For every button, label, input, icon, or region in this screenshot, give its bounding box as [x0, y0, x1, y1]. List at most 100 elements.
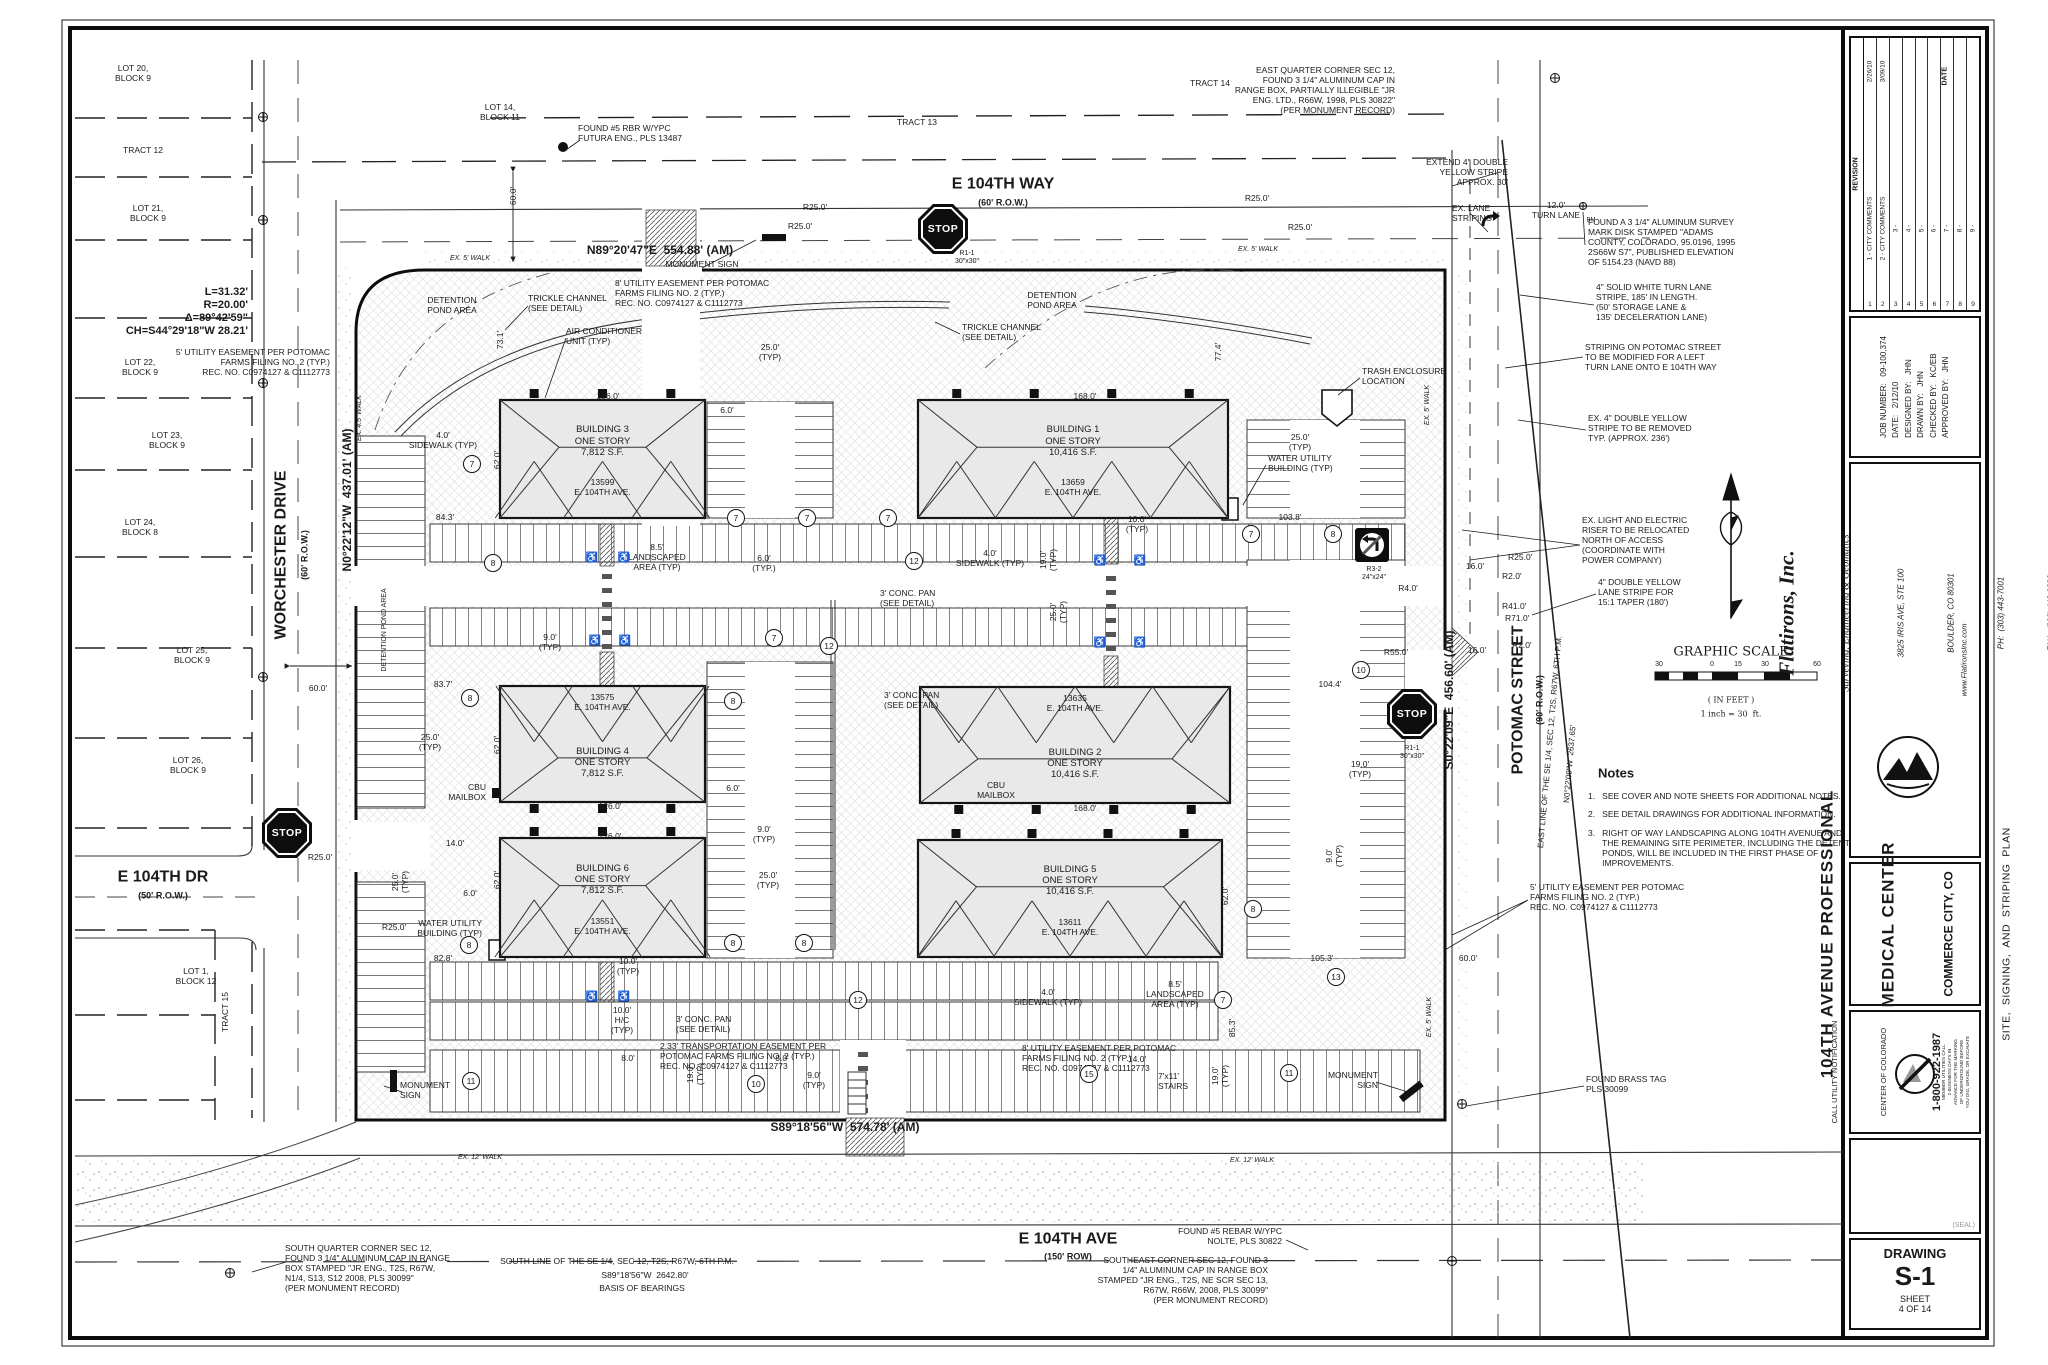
annotation-15: (60' R.O.W.): [299, 530, 310, 580]
annotation-154: 30: [1761, 660, 1769, 668]
drawing-label: DRAWING: [1883, 1246, 1947, 1261]
parking-count-badge: 13: [1327, 968, 1345, 986]
utility-notification-box: CALL UTILITY NOTIFICATION CENTER OF COLO…: [1830, 1010, 1981, 1134]
sheet-label: SHEET: [1899, 1294, 1930, 1304]
handicap-stall-icon: ♿: [1133, 637, 1147, 649]
annotation-26: EX. 5' WALK: [1237, 245, 1279, 253]
annotation-82: 168.0': [1073, 390, 1097, 401]
handicap-stall-icon: ♿: [1093, 555, 1107, 567]
annotation-46: DETENTION POND AREA: [1027, 289, 1077, 310]
annotation-144: FOUND BRASS TAG PLS 30099: [1586, 1073, 1667, 1094]
annotation-43: 4" DOUBLE YELLOW LANE STRIPE FOR 15:1 TA…: [1598, 576, 1681, 608]
annotation-41: EX. 4" DOUBLE YELLOW STRIPE TO BE REMOVE…: [1588, 412, 1692, 444]
building-label: BUILDING 3 ONE STORY 7,812 S.F.: [574, 424, 631, 458]
annotation-53: TRASH ENCLOSURE LOCATION: [1362, 365, 1447, 386]
annotation-90: 9.0' (TYP): [538, 631, 562, 652]
revision-date-header: DATE: [1941, 66, 1949, 86]
annotation-119: 10.0' H/C (TYP): [610, 1004, 634, 1036]
utility-logo: [1895, 1054, 1935, 1094]
annotation-92: 25.0' (TYP): [418, 731, 442, 752]
annotation-14: WORCHESTER DRIVE: [272, 470, 290, 640]
annotation-22: E 104TH WAY: [951, 175, 1055, 193]
annotation-44: BM: [1586, 217, 1596, 224]
annotation-122: 4.0' SIDEWALK (TYP): [1013, 986, 1083, 1007]
utility-fine-print: MEMBER UTILITIES CALL 2-BUSINESS DAYS IN…: [1941, 1035, 1970, 1109]
annotation-128: 9.0' (TYP): [802, 1069, 826, 1090]
handicap-stall-icon: ♿: [617, 552, 631, 564]
annotation-140: S89°18'56"W 2642.80': [601, 1269, 689, 1280]
annotation-61: 16.0': [1467, 644, 1487, 655]
annotation-85: 25.0' (TYP): [1047, 600, 1068, 624]
parking-count-badge: 7: [765, 629, 783, 647]
annotation-141: BASIS OF BEARINGS: [599, 1282, 685, 1293]
annotation-138: SOUTH QUARTER CORNER SEC 12, FOUND 3 1/4…: [285, 1242, 450, 1294]
parking-count-badge: 8: [795, 934, 813, 952]
annotation-130: 7'x11' STAIRS: [1158, 1070, 1189, 1091]
annotation-149: ( IN FEET ): [1707, 695, 1755, 705]
annotation-109: R25.0': [381, 921, 407, 932]
annotation-125: 8' UTILITY EASEMENT PER POTOMAC FARMS FI…: [1022, 1042, 1177, 1074]
annotation-42: EX. LIGHT AND ELECTRIC RISER TO BE RELOC…: [1582, 514, 1690, 566]
annotation-112: 25.0' (TYP): [758, 341, 782, 362]
parking-count-badge: 7: [727, 509, 745, 527]
parking-count-badge: 8: [724, 934, 742, 952]
annotation-150: 1 inch = 30 ft.: [1700, 709, 1762, 719]
annotation-52: DETENTION POND AREA: [380, 588, 388, 672]
seal-label: (SEAL): [1952, 1222, 1975, 1229]
project-line4: SITE, SIGNING, AND STRIPING PLAN: [2000, 827, 2013, 1041]
annotation-120: 3' CONC. PAN (SEE DETAIL): [676, 1013, 732, 1034]
parking-count-badge: 8: [461, 689, 479, 707]
annotation-9: LOT 26, BLOCK 9: [170, 754, 206, 775]
stop-sign: STOP: [1387, 689, 1437, 739]
building-label: BUILDING 2 ONE STORY 10,416 S.F.: [1047, 746, 1103, 781]
annotation-80: 84.3': [435, 511, 455, 522]
firm-city: BOULDER, CO 80301: [1946, 573, 1956, 653]
parking-count-badge: 8: [1324, 525, 1342, 543]
parking-count-badge: 7: [798, 509, 816, 527]
annotation-70: POTOMAC STREET: [1509, 625, 1527, 775]
annotation-69: S0°22'09"E 456.60' (AM): [1441, 630, 1456, 770]
annotation-152: 0: [1710, 660, 1714, 668]
utility-line1: CALL UTILITY NOTIFICATION: [1829, 1020, 1839, 1124]
parking-count-badge: 10: [747, 1075, 765, 1093]
annotation-38: FOUND A 3 1/4" ALUMINUM SURVEY MARK DISK…: [1588, 216, 1736, 268]
annotation-83: 10.0' (TYP): [1125, 513, 1149, 534]
parking-count-badge: 12: [849, 991, 867, 1009]
annotation-108: R25.0': [307, 851, 333, 862]
annotation-94: 62.0': [491, 735, 502, 755]
annotation-99: 9.0' (TYP): [752, 823, 776, 844]
annotation-51: 77.4': [1212, 342, 1223, 362]
sheet-number: 4 OF 14: [1898, 1304, 1932, 1314]
annotation-40: STRIPING ON POTOMAC STREET TO BE MODIFIE…: [1585, 341, 1722, 373]
annotation-18: LOT 14, BLOCK 11: [479, 101, 521, 122]
parking-count-badge: 10: [1352, 661, 1370, 679]
annotation-103: 6.0': [463, 887, 477, 898]
annotation-59: R71.0': [1505, 612, 1530, 623]
annotation-49: AIR CONDITIONER UNIT (TYP): [566, 325, 643, 346]
annotation-71: (90' R.O.W.): [1534, 675, 1545, 725]
handicap-stall-icon: ♿: [585, 991, 599, 1003]
stop-sign: STOP: [262, 808, 312, 858]
annotation-159: 3. RIGHT OF WAY LANDSCAPING ALONG 104TH …: [1588, 827, 1865, 869]
annotation-65: R55.0': [1383, 646, 1409, 657]
annotation-116: 9.0' (TYP): [1323, 844, 1344, 868]
annotation-1: TRACT 12: [123, 144, 163, 155]
annotation-4: LOT 22, BLOCK 9: [122, 356, 158, 377]
firm-web: www.FlatironsInc.com: [1958, 623, 1968, 697]
parking-count-badge: 8: [460, 936, 478, 954]
annotation-107: 25.0' (TYP): [389, 870, 410, 894]
annotation-35: EXTEND 4" DOUBLE YELLOW STRIPE APPROX. 3…: [1426, 156, 1508, 188]
building-label: BUILDING 6 ONE STORY 7,812 S.F.: [574, 862, 631, 897]
annotation-114: 105.3': [1310, 952, 1334, 963]
building-building-3: [494, 389, 711, 520]
annotation-137: (150' ROW): [1044, 1251, 1092, 1262]
annotation-102: 62.0': [491, 870, 502, 890]
building-label: BUILDING 5 ONE STORY 10,416 S.F.: [1042, 864, 1098, 898]
handicap-stall-icon: ♿: [1133, 555, 1147, 567]
